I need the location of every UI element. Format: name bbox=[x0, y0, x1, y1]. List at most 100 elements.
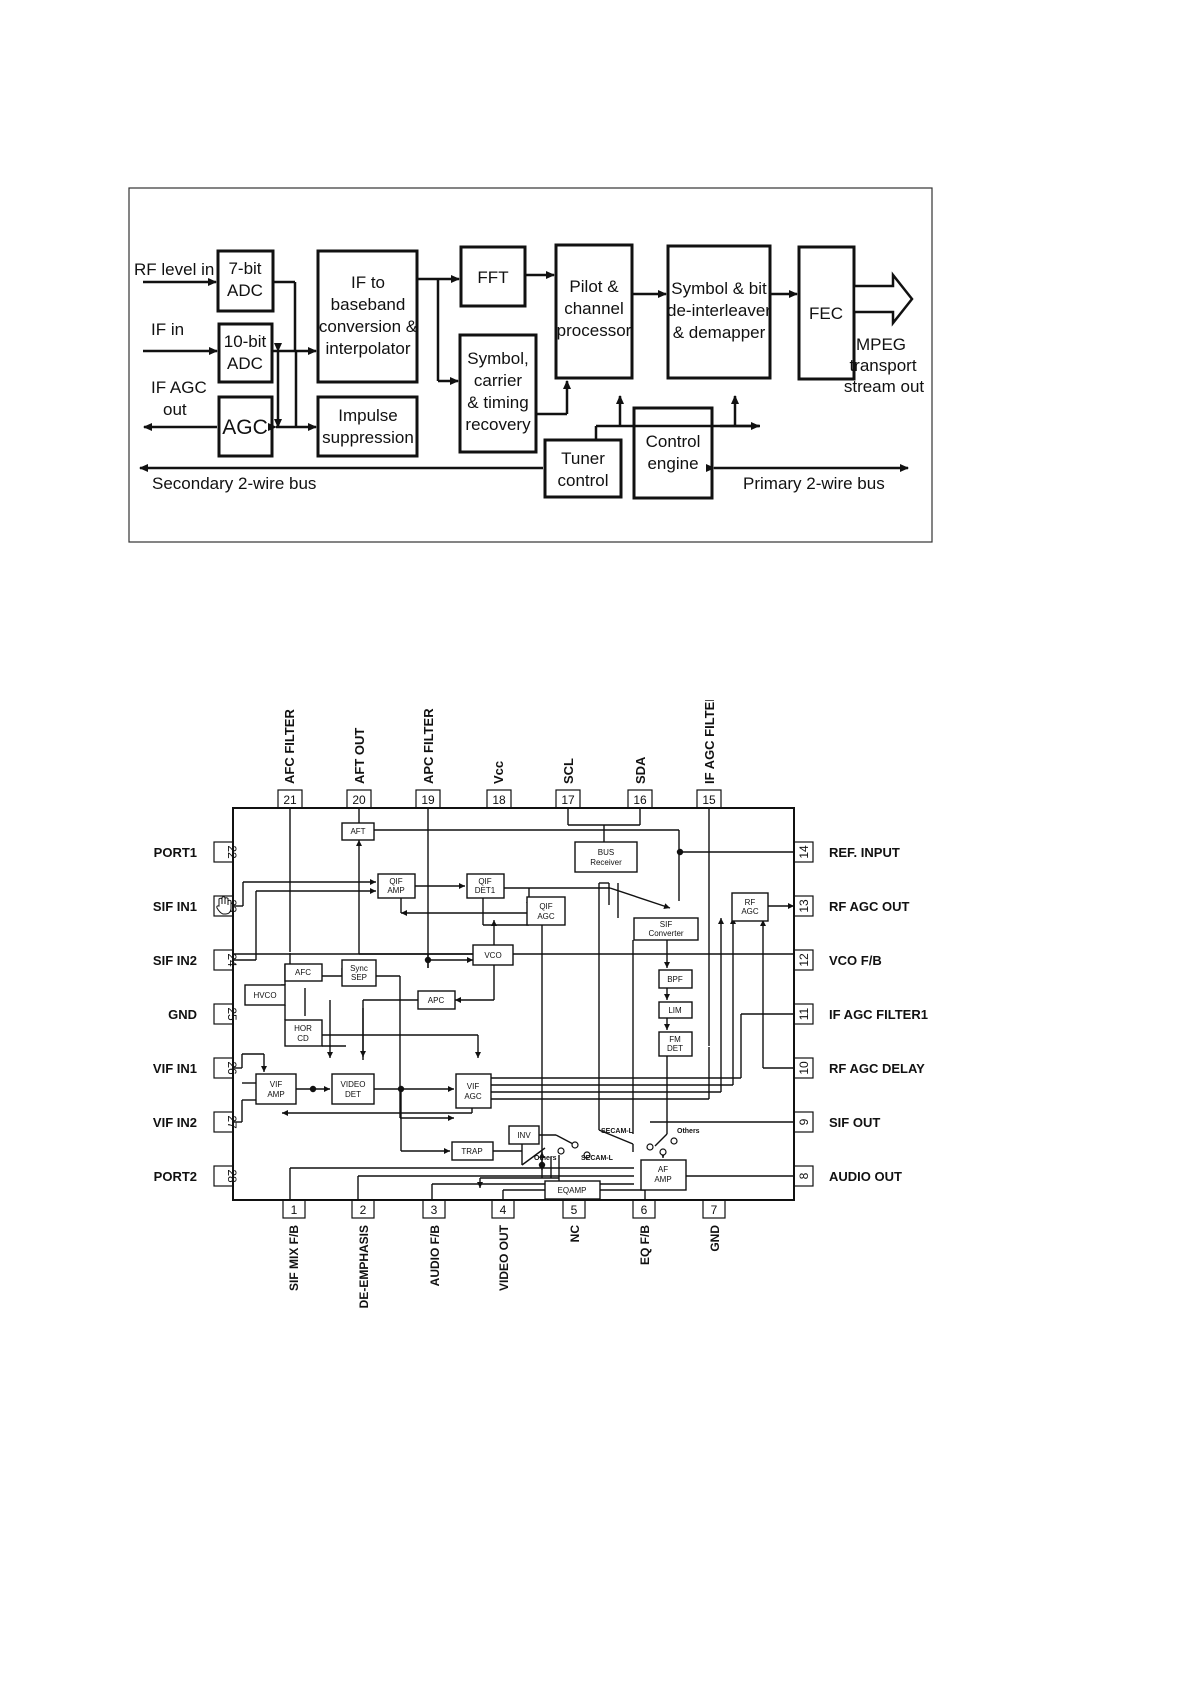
qifamp-text-1: AMP bbox=[387, 886, 404, 895]
inv-text: INV bbox=[517, 1131, 531, 1140]
hvco-text: HVCO bbox=[253, 991, 276, 1000]
switch-label-secam2: SECAM-L bbox=[581, 1155, 614, 1162]
apc-text: APC bbox=[428, 996, 445, 1005]
agc-line-0: AGC bbox=[222, 416, 268, 439]
pilot-line-1: channel bbox=[564, 299, 624, 318]
qifagc-text-0: QIF bbox=[539, 902, 552, 911]
pin-17-num: 17 bbox=[561, 793, 575, 807]
mpeg-label-0: MPEG bbox=[856, 335, 906, 354]
ifbb-line-1: baseband bbox=[331, 295, 406, 314]
pin-21-label: AFC FILTER bbox=[282, 709, 297, 784]
pin-9-label: SIF OUT bbox=[829, 1115, 880, 1130]
pin-18-label: Vcc bbox=[491, 761, 506, 784]
pin-28-label: PORT2 bbox=[154, 1169, 197, 1184]
if-baseband-block bbox=[316, 249, 419, 384]
pin-13-num: 13 bbox=[797, 899, 811, 913]
pin-2-label: DE-EMPHASIS bbox=[357, 1225, 371, 1308]
afamp-text-0: AF bbox=[658, 1165, 668, 1174]
ifbb-line-2: conversion & bbox=[319, 317, 418, 336]
pin-20-label: AFT OUT bbox=[352, 728, 367, 784]
pin-22-label: PORT1 bbox=[154, 845, 197, 860]
hand-cursor-icon bbox=[216, 896, 232, 915]
fft-block bbox=[459, 245, 527, 308]
pilot-line-2: processor bbox=[557, 321, 632, 340]
pin-19-num: 19 bbox=[421, 793, 435, 807]
syncsep-text-1: SEP bbox=[351, 973, 367, 982]
qif-det-block bbox=[466, 873, 505, 899]
primary-bus-label: Primary 2-wire bus bbox=[743, 474, 885, 493]
secondary-bus-label: Secondary 2-wire bus bbox=[152, 474, 316, 493]
pin-2-num: 2 bbox=[360, 1203, 367, 1217]
control-line-0: Control bbox=[646, 432, 701, 451]
switch-label-secam1: SECAM-L bbox=[601, 1128, 634, 1135]
pin-10-label: RF AGC DELAY bbox=[829, 1061, 925, 1076]
pin-16-label: SDA bbox=[633, 756, 648, 784]
bpf-text: BPF bbox=[667, 975, 683, 984]
aft-block bbox=[341, 822, 375, 841]
qifdet-text-1: DET1 bbox=[475, 886, 496, 895]
switch2-pivot bbox=[659, 1148, 667, 1156]
switch-label-others1: Others bbox=[677, 1128, 700, 1135]
pin-8-label: AUDIO OUT bbox=[829, 1169, 902, 1184]
pin-1-num: 1 bbox=[291, 1203, 298, 1217]
switch1-pivot bbox=[571, 1141, 579, 1149]
pin-8-num: 8 bbox=[797, 1172, 811, 1179]
vif-agc-block bbox=[455, 1073, 492, 1109]
symcar-line-2: & timing bbox=[467, 393, 528, 412]
pin-7-label: GND bbox=[708, 1225, 722, 1252]
switch1-contact-b bbox=[583, 1151, 591, 1159]
rfagc-text-0: RF bbox=[745, 898, 756, 907]
apc-block bbox=[417, 990, 456, 1010]
pilot-block bbox=[554, 243, 634, 380]
trap-block bbox=[451, 1141, 494, 1161]
pin-1-label: SIF MIX F/B bbox=[287, 1225, 301, 1291]
if-agc-out-label-0: IF AGC bbox=[151, 378, 207, 397]
pin-12-num: 12 bbox=[797, 953, 811, 967]
pin-14-num: 14 bbox=[797, 845, 811, 859]
pin-4-label: VIDEO OUT bbox=[497, 1224, 511, 1291]
pin-11-label: IF AGC FILTER1 bbox=[829, 1007, 928, 1022]
vco-block bbox=[472, 944, 514, 966]
trap-text: TRAP bbox=[461, 1147, 482, 1156]
symbit-line-0: Symbol & bit bbox=[671, 279, 767, 298]
fmdet-text-0: FM bbox=[669, 1035, 681, 1044]
bus-text-1: Receiver bbox=[590, 858, 622, 867]
inv-block bbox=[508, 1125, 540, 1145]
pin-25-num: 25 bbox=[225, 1007, 239, 1021]
symcar-line-1: carrier bbox=[474, 371, 523, 390]
horcd-text-1: CD bbox=[297, 1034, 309, 1043]
hor-cd-block bbox=[284, 1019, 323, 1047]
control-engine-block bbox=[632, 406, 714, 500]
fmdet-text-1: DET bbox=[667, 1044, 683, 1053]
pin-19-label: APC FILTER bbox=[421, 708, 436, 784]
bpf-block bbox=[658, 969, 693, 989]
af-amp-block bbox=[640, 1159, 687, 1191]
videodet-text-0: VIDEO bbox=[341, 1080, 366, 1089]
pin-27-label: VIF IN2 bbox=[153, 1115, 197, 1130]
pin-24-label: SIF IN2 bbox=[153, 953, 197, 968]
afc-text: AFC bbox=[295, 968, 311, 977]
symbit-line-2: & demapper bbox=[673, 323, 766, 342]
fec-line-0: FEC bbox=[809, 304, 843, 323]
pin-23-label: SIF IN1 bbox=[153, 899, 197, 914]
demodulator-block-diagram: 7-bit ADC 10-bit ADC AGC IF to baseband … bbox=[128, 187, 933, 543]
qifamp-text-0: QIF bbox=[389, 877, 402, 886]
qifagc-text-1: AGC bbox=[537, 912, 555, 921]
aft-text: AFT bbox=[350, 827, 365, 836]
pin-15-label: IF AGC FILTER2 bbox=[702, 700, 717, 784]
mpeg-label-2: stream out bbox=[844, 377, 925, 396]
bus-text-0: BUS bbox=[598, 848, 614, 857]
pin-3-label: AUDIO F/B bbox=[428, 1225, 442, 1287]
horcd-text-0: HOR bbox=[294, 1024, 312, 1033]
vifamp-text-0: VIF bbox=[270, 1080, 283, 1089]
pin-26-label: VIF IN1 bbox=[153, 1061, 197, 1076]
pin-6-num: 6 bbox=[641, 1203, 648, 1217]
mpeg-output-arrow bbox=[852, 271, 914, 327]
symbol-bit-block bbox=[666, 244, 772, 380]
lim-block bbox=[658, 1001, 693, 1019]
pin-21-num: 21 bbox=[283, 793, 297, 807]
pilot-line-0: Pilot & bbox=[569, 277, 619, 296]
sifconv-text-0: SIF bbox=[660, 920, 673, 929]
if-processor-pinout-diagram: 21 20 19 18 17 16 15 AFC FILTER AFT OUT … bbox=[153, 700, 928, 1308]
qif-amp-block bbox=[377, 873, 416, 899]
